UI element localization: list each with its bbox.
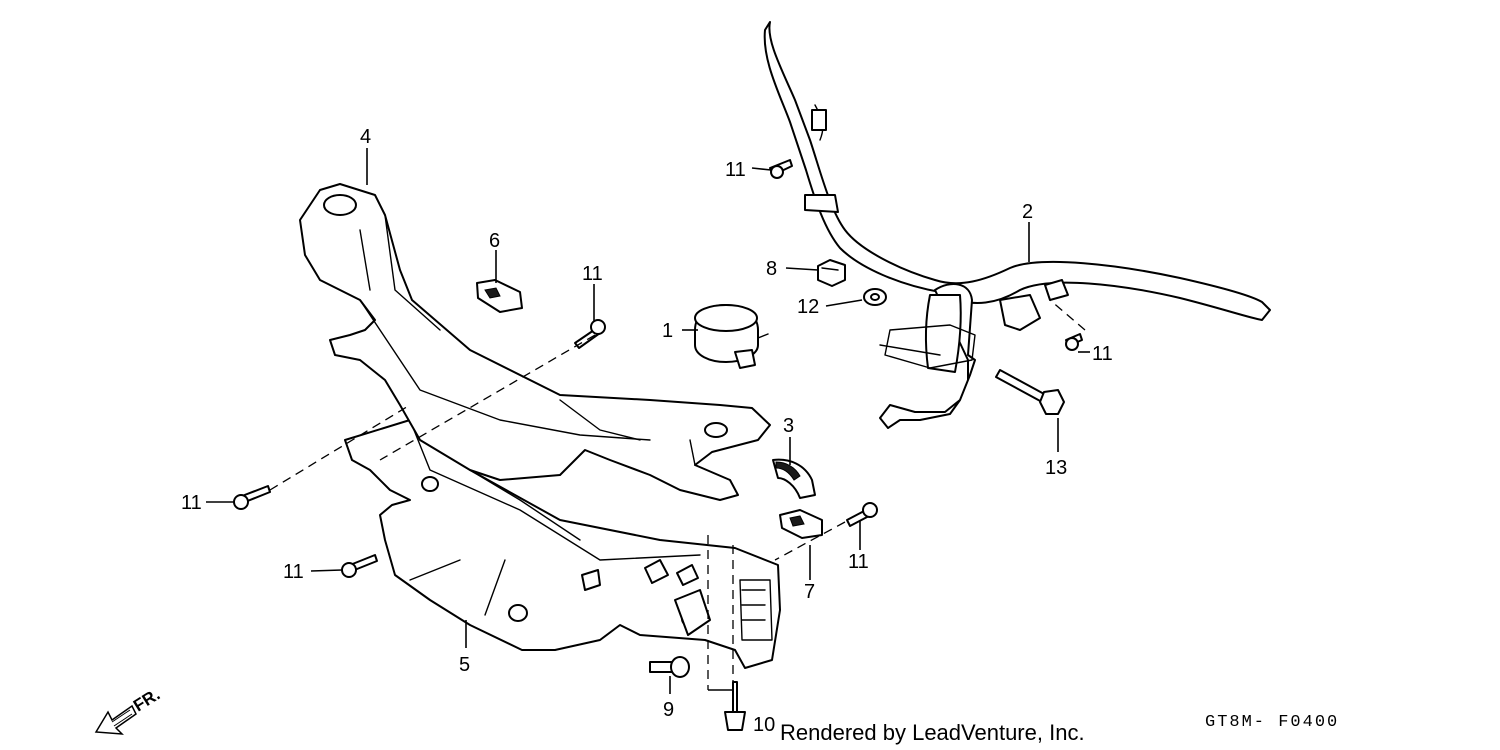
callout-11-lower-right: 11 xyxy=(848,551,869,573)
assembly-lines xyxy=(269,299,1086,690)
part-8-nut[interactable] xyxy=(817,259,846,287)
callout-13: 13 xyxy=(1045,457,1067,479)
callout-1: 1 xyxy=(662,320,673,342)
part-9-bolt[interactable] xyxy=(649,656,690,678)
part-4-upper-cover[interactable] xyxy=(299,183,771,501)
callout-6: 6 xyxy=(489,230,500,252)
rendered-by-credit: Rendered by LeadVenture, Inc. xyxy=(780,720,1085,745)
part-11-screw-e[interactable] xyxy=(846,502,878,527)
callout-3: 3 xyxy=(783,415,794,437)
callout-8: 8 xyxy=(766,258,777,280)
part-12-washer[interactable] xyxy=(863,288,887,306)
part-1-horn[interactable] xyxy=(694,304,769,369)
callout-11-top: 11 xyxy=(725,159,746,181)
part-6-clip-nut[interactable] xyxy=(476,279,523,313)
part-11-screw-f[interactable] xyxy=(1065,333,1083,351)
callout-2: 2 xyxy=(1022,201,1033,223)
part-11-screw-d[interactable] xyxy=(341,554,378,578)
callout-4: 4 xyxy=(360,126,371,148)
callout-10: 10 xyxy=(753,714,775,736)
leader-lines xyxy=(206,148,1090,694)
part-11-screw-c[interactable] xyxy=(233,485,271,510)
part-7-clip-nut[interactable] xyxy=(779,509,823,539)
callout-11-right: 11 xyxy=(1092,343,1113,365)
diagram-code: GT8M- F0400 xyxy=(1205,713,1339,732)
callout-11-lower-left: 11 xyxy=(283,561,304,583)
callout-9: 9 xyxy=(663,699,674,721)
part-5-lower-cover[interactable] xyxy=(344,419,781,669)
callout-11-left: 11 xyxy=(181,492,202,514)
callout-labels: 4 2 6 11 1 11 8 12 11 3 13 11 11 11 7 5 … xyxy=(181,126,1113,736)
part-2-handlebar[interactable] xyxy=(763,21,1271,429)
part-11-screw-a[interactable] xyxy=(769,159,793,179)
callout-7: 7 xyxy=(804,581,815,603)
part-13-bolt[interactable] xyxy=(995,369,1065,415)
callout-12: 12 xyxy=(797,296,819,318)
front-direction-arrow-icon: FR. xyxy=(94,685,163,735)
part-3-clip[interactable] xyxy=(772,458,816,499)
part-10-screw[interactable] xyxy=(724,681,746,731)
callout-5: 5 xyxy=(459,654,470,676)
callout-11-top-center: 11 xyxy=(582,263,603,285)
